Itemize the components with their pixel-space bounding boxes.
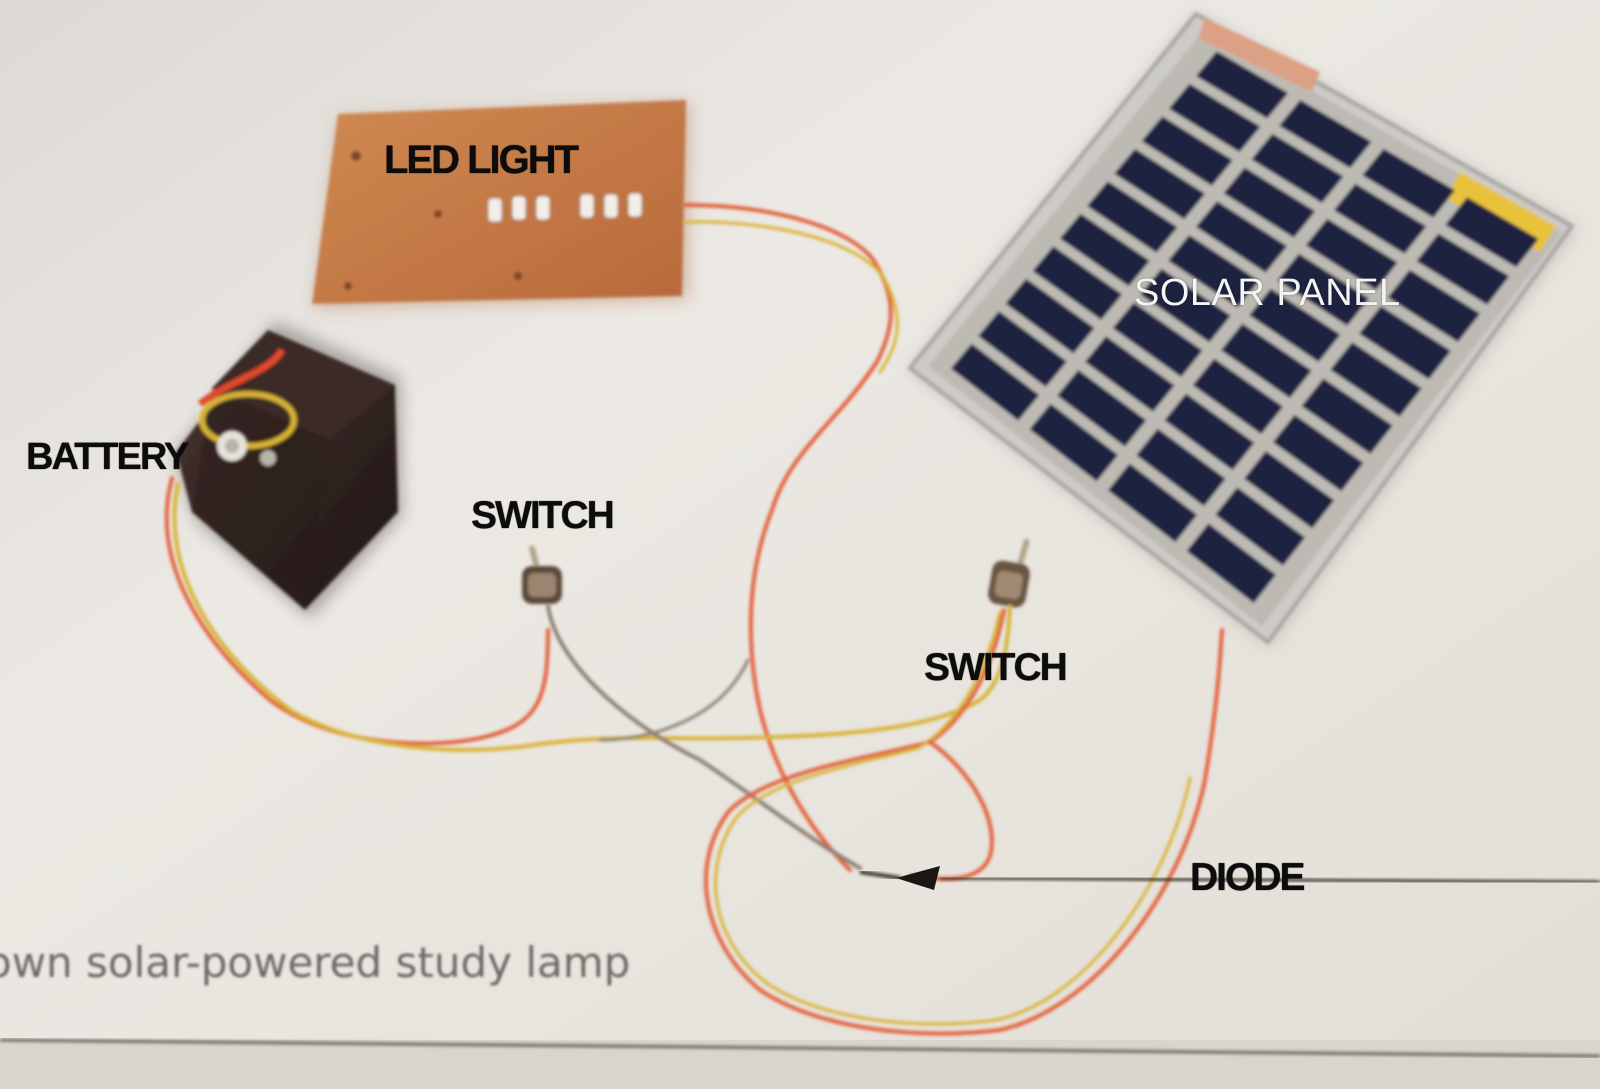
- diode-pointer: [859, 866, 1600, 890]
- solar-cell: [1108, 463, 1198, 543]
- battery: [175, 322, 402, 618]
- label-battery: BATTERY: [26, 436, 189, 478]
- solar-cell: [1192, 358, 1284, 435]
- solar-cell: [1032, 246, 1123, 320]
- switch-right-device: [988, 538, 1030, 608]
- solar-cell: [1330, 342, 1422, 417]
- solar-cell: [1168, 235, 1259, 308]
- solar-cell: [1085, 336, 1175, 412]
- caption-text: own solar-powered study lamp: [0, 938, 631, 987]
- label-led-light: LED LIGHT: [384, 138, 579, 182]
- solar-cell: [1362, 148, 1455, 218]
- solar-cell: [1196, 51, 1289, 119]
- led-board: [312, 100, 690, 308]
- solar-cell: [1272, 414, 1364, 492]
- solar-cell: [1141, 116, 1233, 186]
- diode-component: [859, 870, 901, 880]
- label-switch-left: SWITCH: [471, 494, 615, 537]
- paper-edge-line: [0, 1038, 1600, 1058]
- solar-cell: [1223, 167, 1316, 238]
- solar-cell: [1140, 268, 1231, 343]
- diode-arrowhead: [896, 866, 940, 890]
- solar-cell: [1387, 269, 1481, 342]
- label-solar-panel: SOLAR PANEL: [1134, 272, 1401, 314]
- solar-cell: [1251, 133, 1344, 203]
- solar-cell: [1168, 83, 1261, 153]
- solar-cell: [1333, 183, 1427, 254]
- solar-cell: [1136, 428, 1226, 507]
- label-diode: DIODE: [1190, 856, 1306, 899]
- wiring: [164, 203, 1224, 1036]
- solar-cell: [1416, 233, 1510, 305]
- solar-cell: [1215, 487, 1306, 566]
- solar-cell: [1087, 181, 1178, 253]
- solar-cell: [1112, 302, 1203, 377]
- solar-cell: [1249, 288, 1341, 362]
- solar-panel: [907, 11, 1578, 648]
- solar-cell: [1057, 370, 1147, 447]
- solar-cell: [1277, 253, 1370, 326]
- solar-cell: [1005, 278, 1095, 354]
- solar-cell: [1244, 451, 1335, 529]
- solar-cell: [1186, 523, 1276, 604]
- solar-cell: [1029, 403, 1119, 482]
- solar-cell: [1445, 197, 1539, 268]
- solar-cell: [1279, 100, 1372, 169]
- solar-cell: [978, 311, 1067, 387]
- switch-left-device: [522, 545, 562, 604]
- solar-cells: [950, 51, 1539, 604]
- solar-cell: [950, 343, 1040, 421]
- solar-cell: [1114, 148, 1206, 220]
- solar-cell: [1195, 201, 1288, 273]
- solar-cell: [1301, 378, 1393, 454]
- solar-cell: [1305, 218, 1398, 290]
- label-switch-right: SWITCH: [924, 646, 1068, 689]
- solar-cell: [1359, 306, 1451, 380]
- solar-cell: [1164, 393, 1255, 471]
- led-array: [487, 192, 643, 223]
- solar-cell: [1059, 213, 1150, 287]
- solar-cell: [1221, 323, 1312, 398]
